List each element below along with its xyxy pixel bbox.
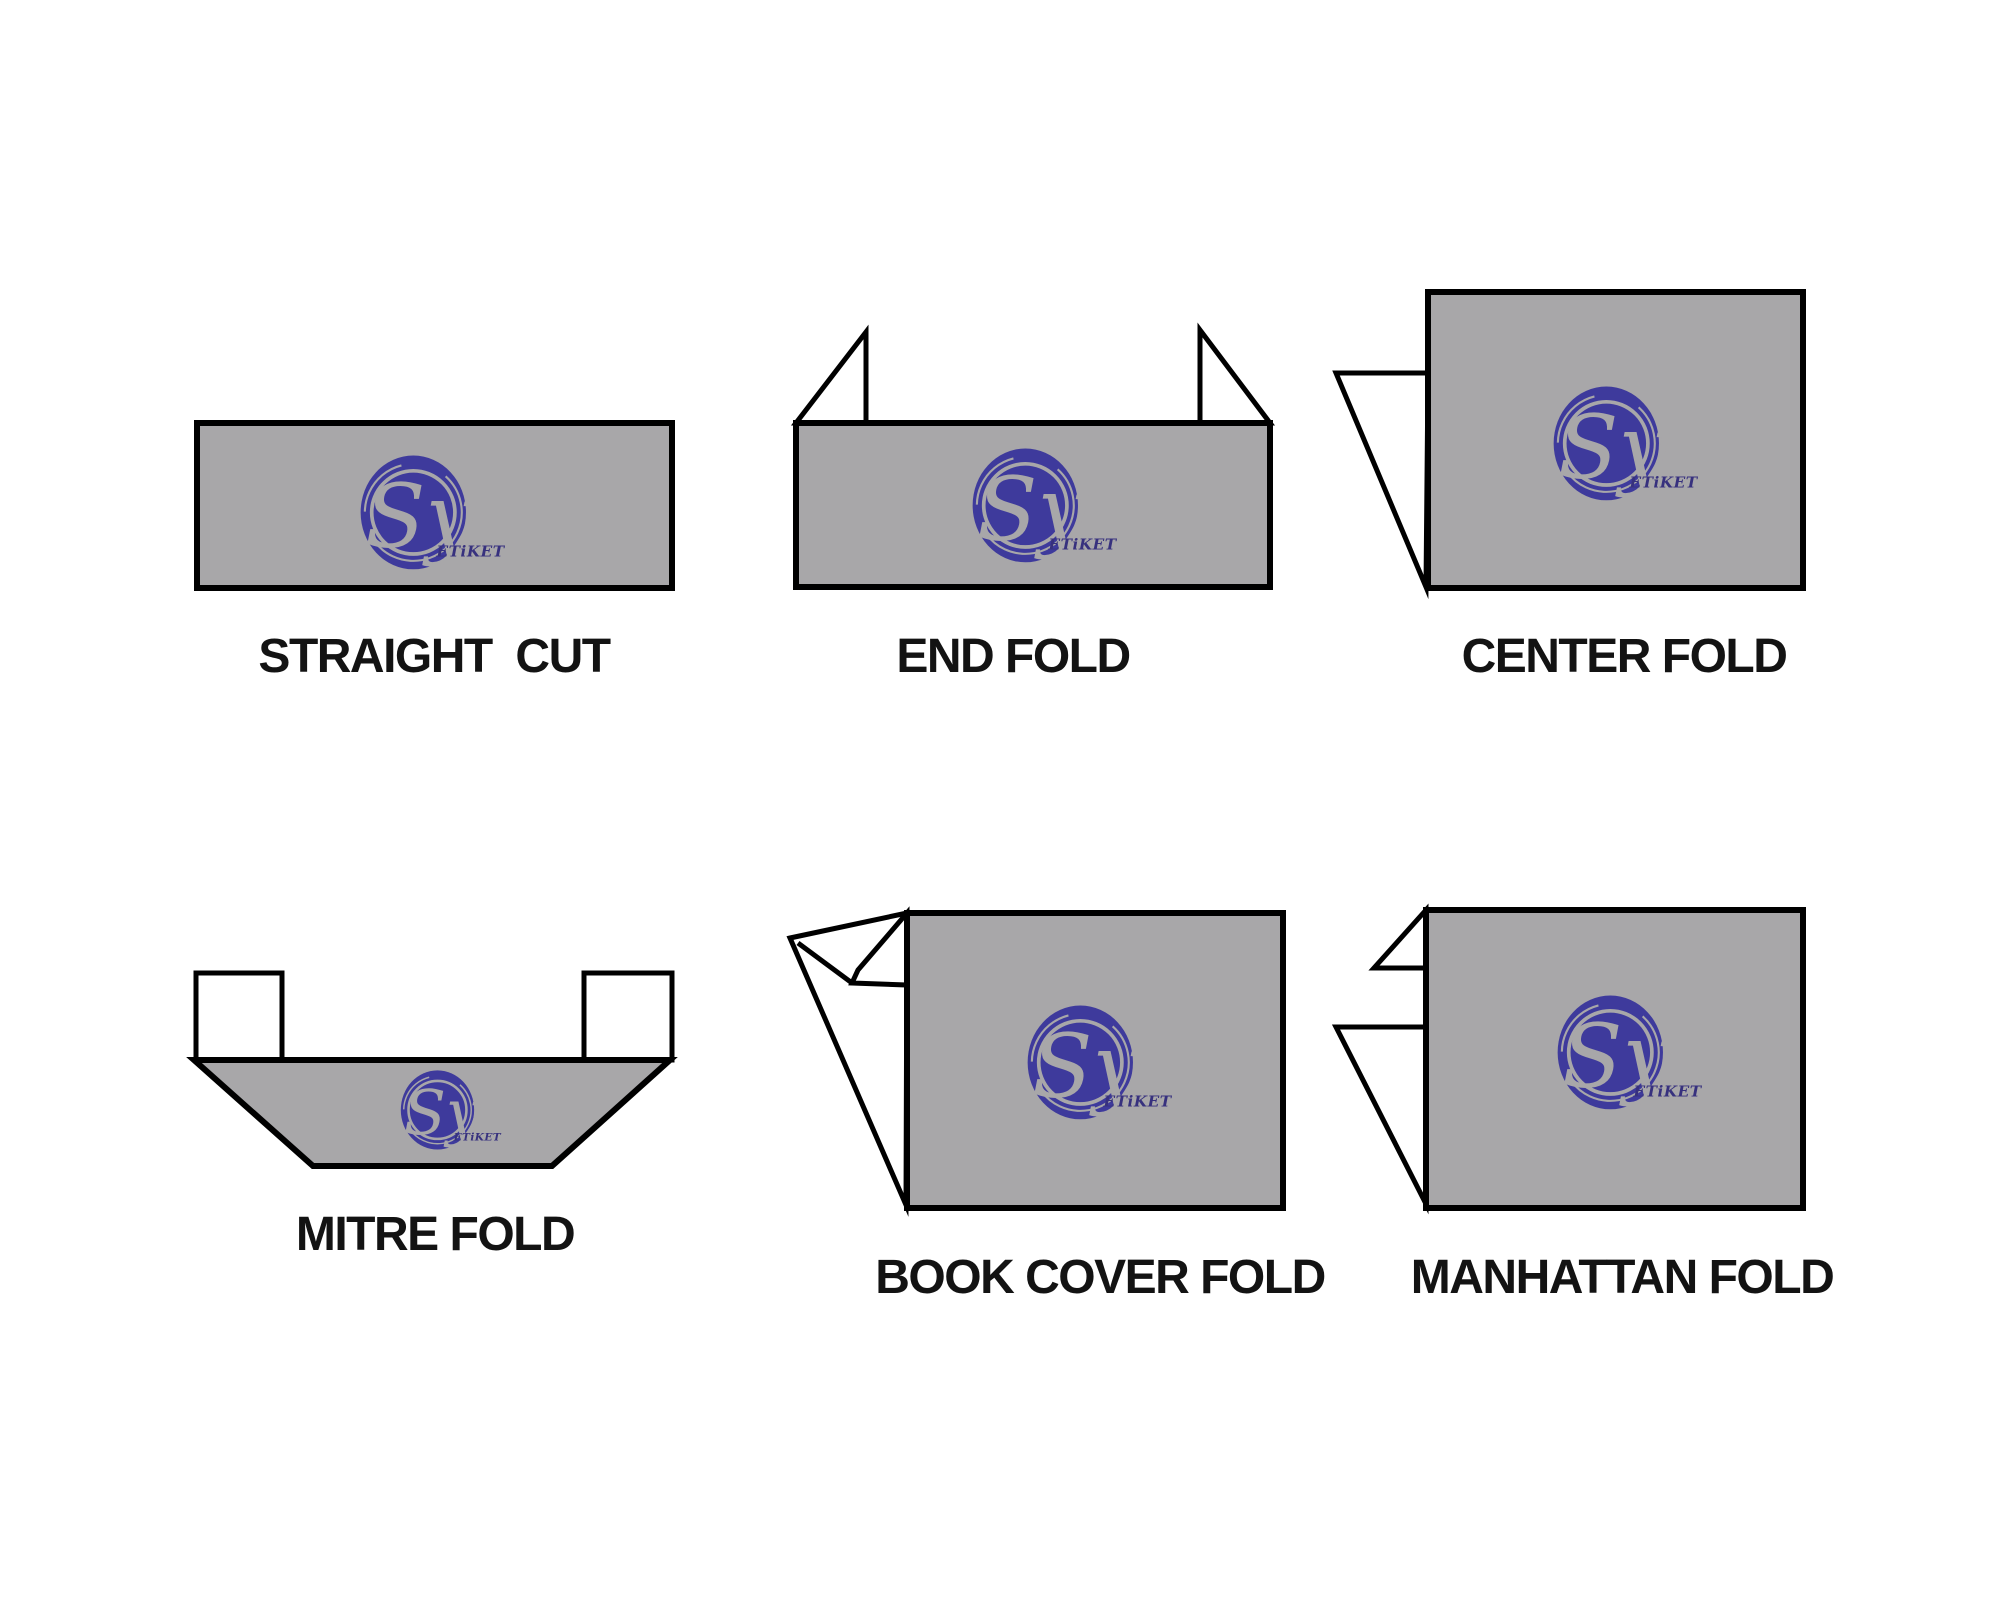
mitre-fold-left-tab	[193, 970, 285, 1063]
mitre-fold-right-tab	[581, 970, 675, 1063]
manhattan-fold-bottom-flap	[1331, 1024, 1429, 1215]
figure-mitre-fold	[186, 970, 678, 1169]
caption-center-fold: CENTER FOLD	[1461, 630, 1788, 683]
caption-straight-cut: STRAIGHT CUT	[258, 630, 611, 683]
caption-manhattan-fold: MANHATTAN FOLD	[1410, 1251, 1835, 1304]
end-fold-left-flap	[790, 324, 869, 426]
manhattan-fold-top-flap	[1368, 903, 1429, 971]
figure-end-fold	[790, 322, 1276, 590]
center-fold-flap	[1332, 370, 1431, 600]
caption-mitre-fold: MITRE FOLD	[295, 1208, 576, 1261]
book-cover-fold-crease-line	[796, 940, 854, 986]
figure-book-cover-fold	[786, 906, 1286, 1217]
figure-manhattan-fold	[1331, 903, 1806, 1215]
caption-end-fold: END FOLD	[896, 630, 1131, 683]
figure-center-fold	[1332, 289, 1806, 600]
caption-book-cover-fold: BOOK COVER FOLD	[875, 1251, 1326, 1304]
figure-straight-cut	[194, 420, 675, 591]
end-fold-right-flap	[1197, 322, 1276, 426]
